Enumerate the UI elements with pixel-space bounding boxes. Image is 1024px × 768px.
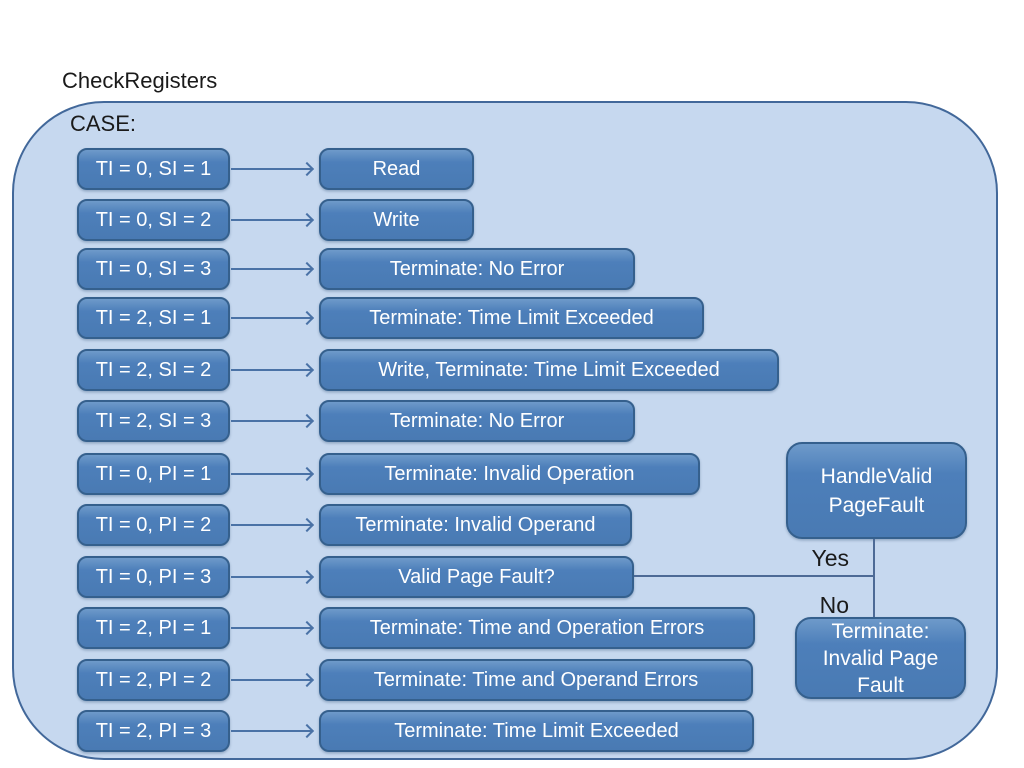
branch-connector-vertical: [873, 539, 875, 617]
action-box: Terminate: Time Limit Exceeded: [319, 297, 704, 339]
condition-box: TI = 2, PI = 2: [77, 659, 230, 701]
action-box: Terminate: Time and Operation Errors: [319, 607, 755, 649]
condition-box: TI = 2, PI = 3: [77, 710, 230, 752]
action-box: Valid Page Fault?: [319, 556, 634, 598]
yes-label: Yes: [811, 545, 849, 571]
flow-arrow: [231, 679, 312, 681]
action-box: Read: [319, 148, 474, 190]
action-box: Terminate: No Error: [319, 248, 635, 290]
flow-arrow: [231, 268, 312, 270]
flow-arrow: [231, 730, 312, 732]
check-registers-container: CASE: TI = 0, SI = 1 Read TI = 0, SI = 2 Wr…: [12, 101, 998, 760]
flow-arrow: [231, 627, 312, 629]
flow-arrow: [231, 420, 312, 422]
diagram-title: CheckRegisters: [62, 68, 218, 93]
action-box: Terminate: Time Limit Exceeded: [319, 710, 754, 752]
action-box: Terminate: No Error: [319, 400, 635, 442]
condition-box: TI = 0, SI = 2: [77, 199, 230, 241]
action-box: Terminate: Invalid Operation: [319, 453, 700, 495]
case-label: CASE:: [70, 111, 137, 136]
action-box: Write, Terminate: Time Limit Exceeded: [319, 349, 779, 391]
branch-connector-horizontal: [634, 575, 874, 577]
condition-box: TI = 2, PI = 1: [77, 607, 230, 649]
flow-arrow: [231, 473, 312, 475]
condition-box: TI = 0, SI = 1: [77, 148, 230, 190]
condition-box: TI = 0, SI = 3: [77, 248, 230, 290]
action-box: Terminate: Invalid Operand: [319, 504, 632, 546]
node-terminate-invalid-page-fault: Terminate: Invalid Page Fault: [795, 617, 966, 699]
flow-arrow: [231, 168, 312, 170]
condition-box: TI = 0, PI = 1: [77, 453, 230, 495]
flow-arrow: [231, 524, 312, 526]
condition-box: TI = 0, PI = 2: [77, 504, 230, 546]
node-handle-valid-page-fault: HandleValid PageFault: [786, 442, 967, 539]
condition-box: TI = 0, PI = 3: [77, 556, 230, 598]
condition-box: TI = 2, SI = 2: [77, 349, 230, 391]
flow-arrow: [231, 219, 312, 221]
condition-box: TI = 2, SI = 3: [77, 400, 230, 442]
flow-arrow: [231, 317, 312, 319]
condition-box: TI = 2, SI = 1: [77, 297, 230, 339]
action-box: Terminate: Time and Operand Errors: [319, 659, 753, 701]
flow-arrow: [231, 369, 312, 371]
action-box: Write: [319, 199, 474, 241]
flow-arrow: [231, 576, 312, 578]
no-label: No: [819, 592, 849, 618]
